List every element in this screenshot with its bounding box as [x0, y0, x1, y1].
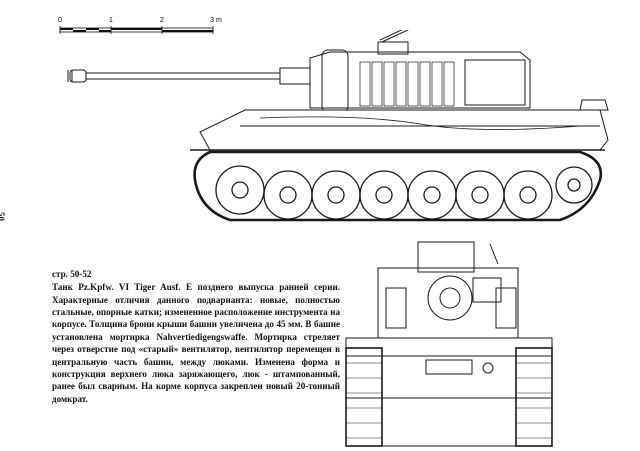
scale-tick-0: 0	[58, 17, 62, 24]
scale-tick-2: 2	[160, 17, 164, 24]
caption-text: Танк Pz.Kpfw. VI Tiger Ausf. E позднего …	[52, 282, 340, 404]
scale-tick-1: 1	[109, 17, 113, 24]
caption-title: стр. 50-52	[52, 269, 92, 279]
tank-front-view	[345, 241, 553, 447]
scale-tick-3: 3 m	[210, 17, 222, 24]
tank-side-view	[67, 30, 609, 222]
page-number: 50	[0, 212, 6, 221]
caption: стр. 50-52 Танк Pz.Kpfw. VI Tiger Ausf. …	[52, 268, 340, 405]
scale-bar: 0 1 2 3 m	[58, 17, 222, 34]
